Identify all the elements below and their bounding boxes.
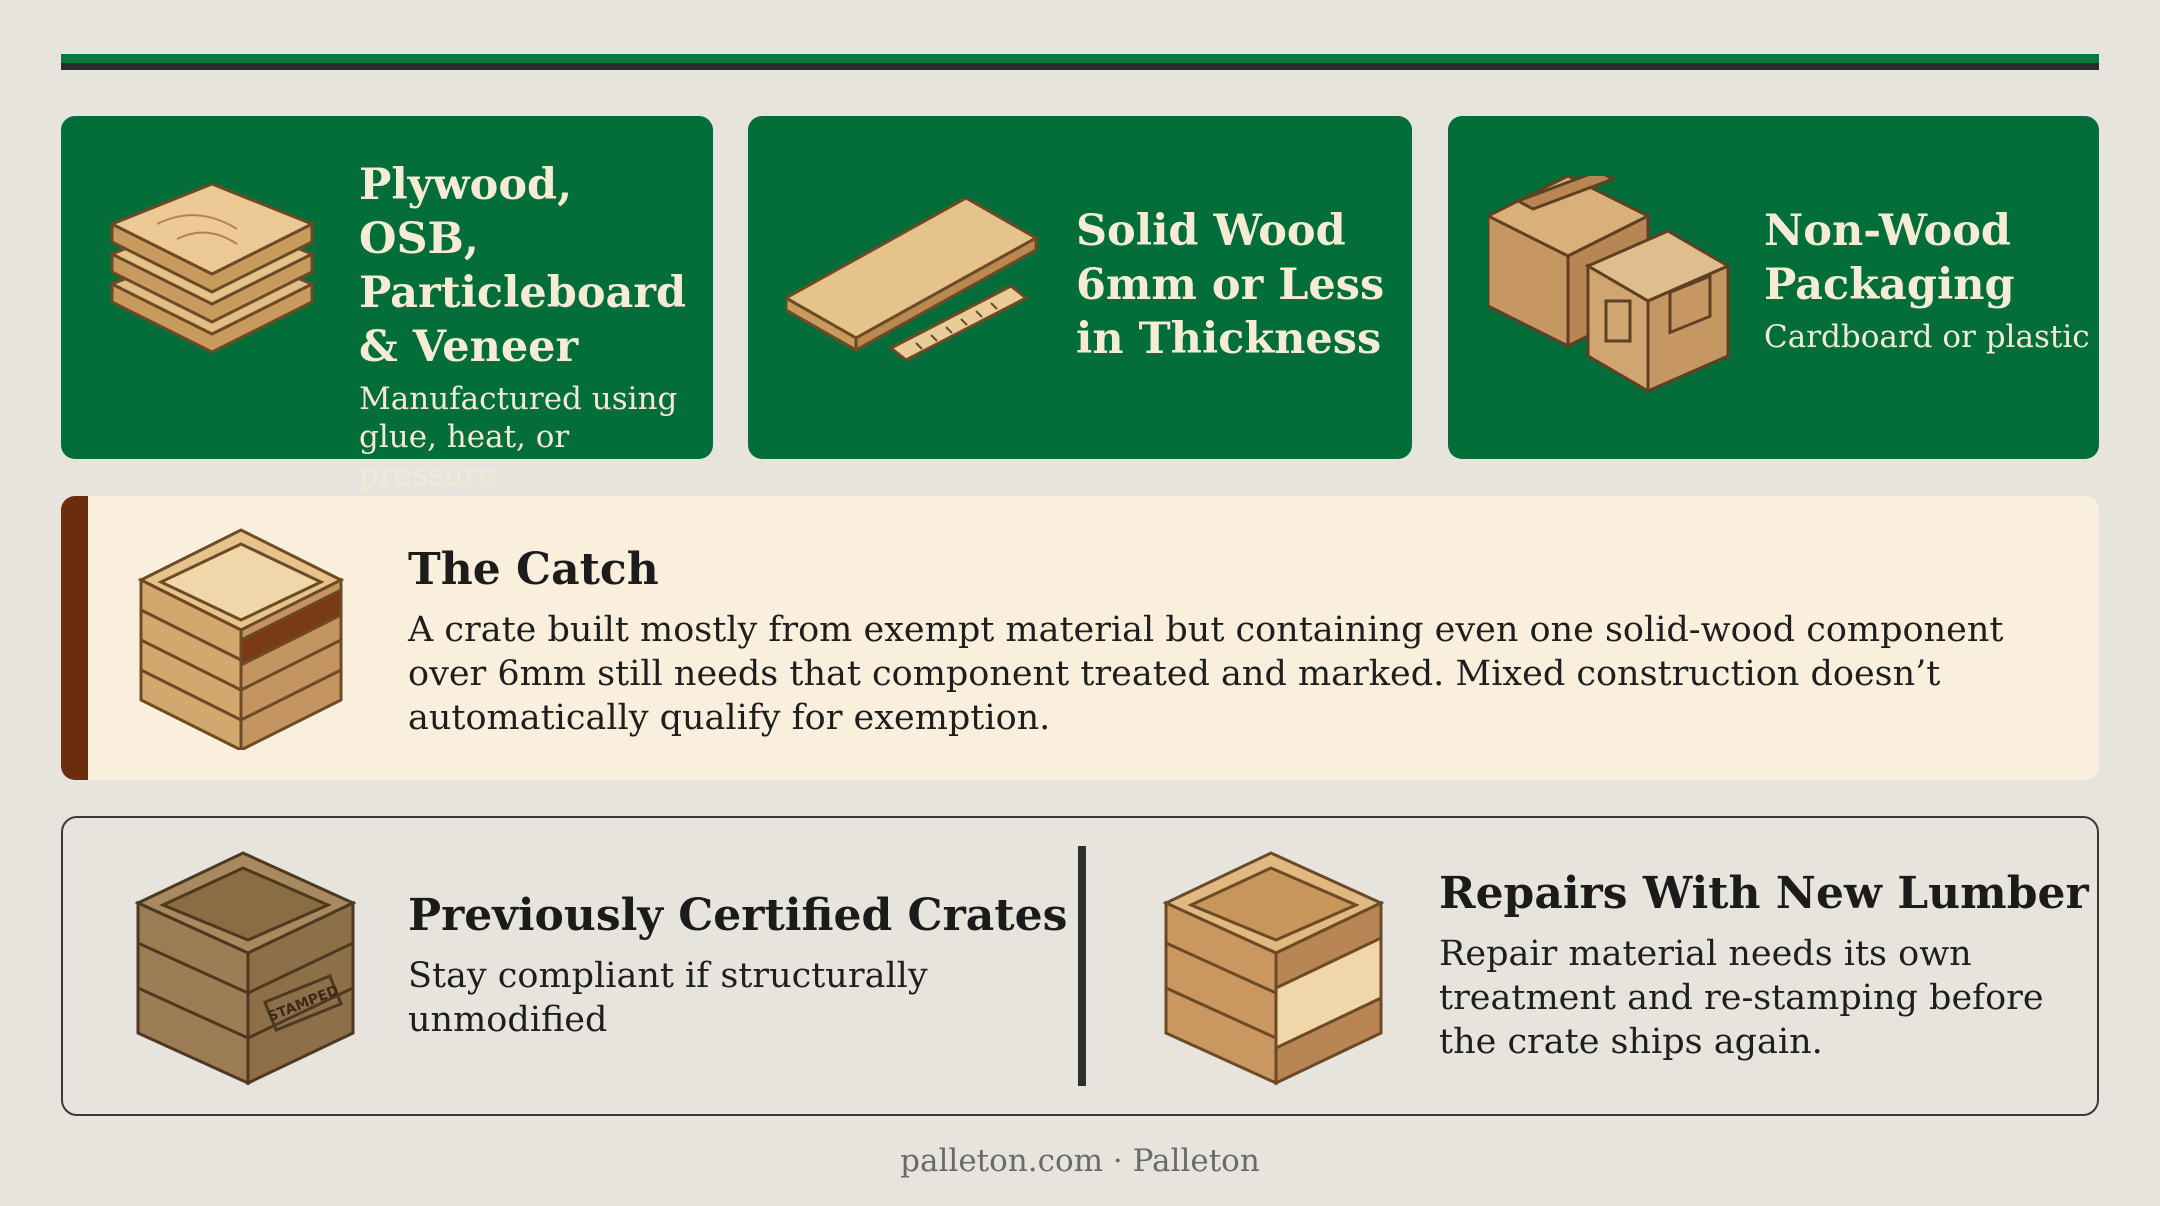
catch-body: A crate built mostly from exempt materia… xyxy=(408,610,2004,738)
footer-credit: palleton.com · Palleton xyxy=(900,1143,1260,1179)
panel-divider xyxy=(1078,846,1086,1086)
left-description: Stay compliant if structurally unmodifie… xyxy=(408,956,928,1040)
left-title: Previously Certified Crates xyxy=(408,890,1068,941)
thin-board-ruler-icon xyxy=(786,198,1040,362)
mixed-crate-icon xyxy=(137,528,345,750)
exemption-card-thin-solid-wood: Solid Wood 6mm or Less in Thickness xyxy=(748,116,1412,459)
callout-accent-bar xyxy=(61,496,88,780)
right-description: Repair material needs its own treatment … xyxy=(1439,934,2044,1062)
exemption-card-plywood: Plywood, OSB, Particleboard & Veneer Man… xyxy=(61,116,713,493)
plywood-stack-icon xyxy=(108,184,316,354)
right-title: Repairs With New Lumber xyxy=(1439,868,2089,919)
catch-callout: The Catch A crate built mostly from exem… xyxy=(61,496,2099,780)
cardboard-plastic-box-icon xyxy=(1488,176,1732,394)
top-accent-bar xyxy=(61,54,2099,70)
card-description: Cardboard or plastic xyxy=(1764,319,2090,355)
card-title: Plywood, OSB, Particleboard & Veneer xyxy=(359,160,687,372)
stamped-crate-icon: STAMPED xyxy=(134,851,357,1086)
catch-title: The Catch xyxy=(408,544,659,595)
card-title: Solid Wood 6mm or Less in Thickness xyxy=(1076,206,1385,364)
exemption-card-non-wood: Non-Wood Packaging Cardboard or plastic xyxy=(1448,116,2099,459)
card-title: Non-Wood Packaging xyxy=(1764,206,2015,310)
crate-status-panel: STAMPED Previously Certified Crates Stay… xyxy=(61,816,2099,1116)
card-description: Manufactured using glue, heat, or pressu… xyxy=(359,381,678,493)
repaired-crate-icon xyxy=(1162,851,1385,1086)
